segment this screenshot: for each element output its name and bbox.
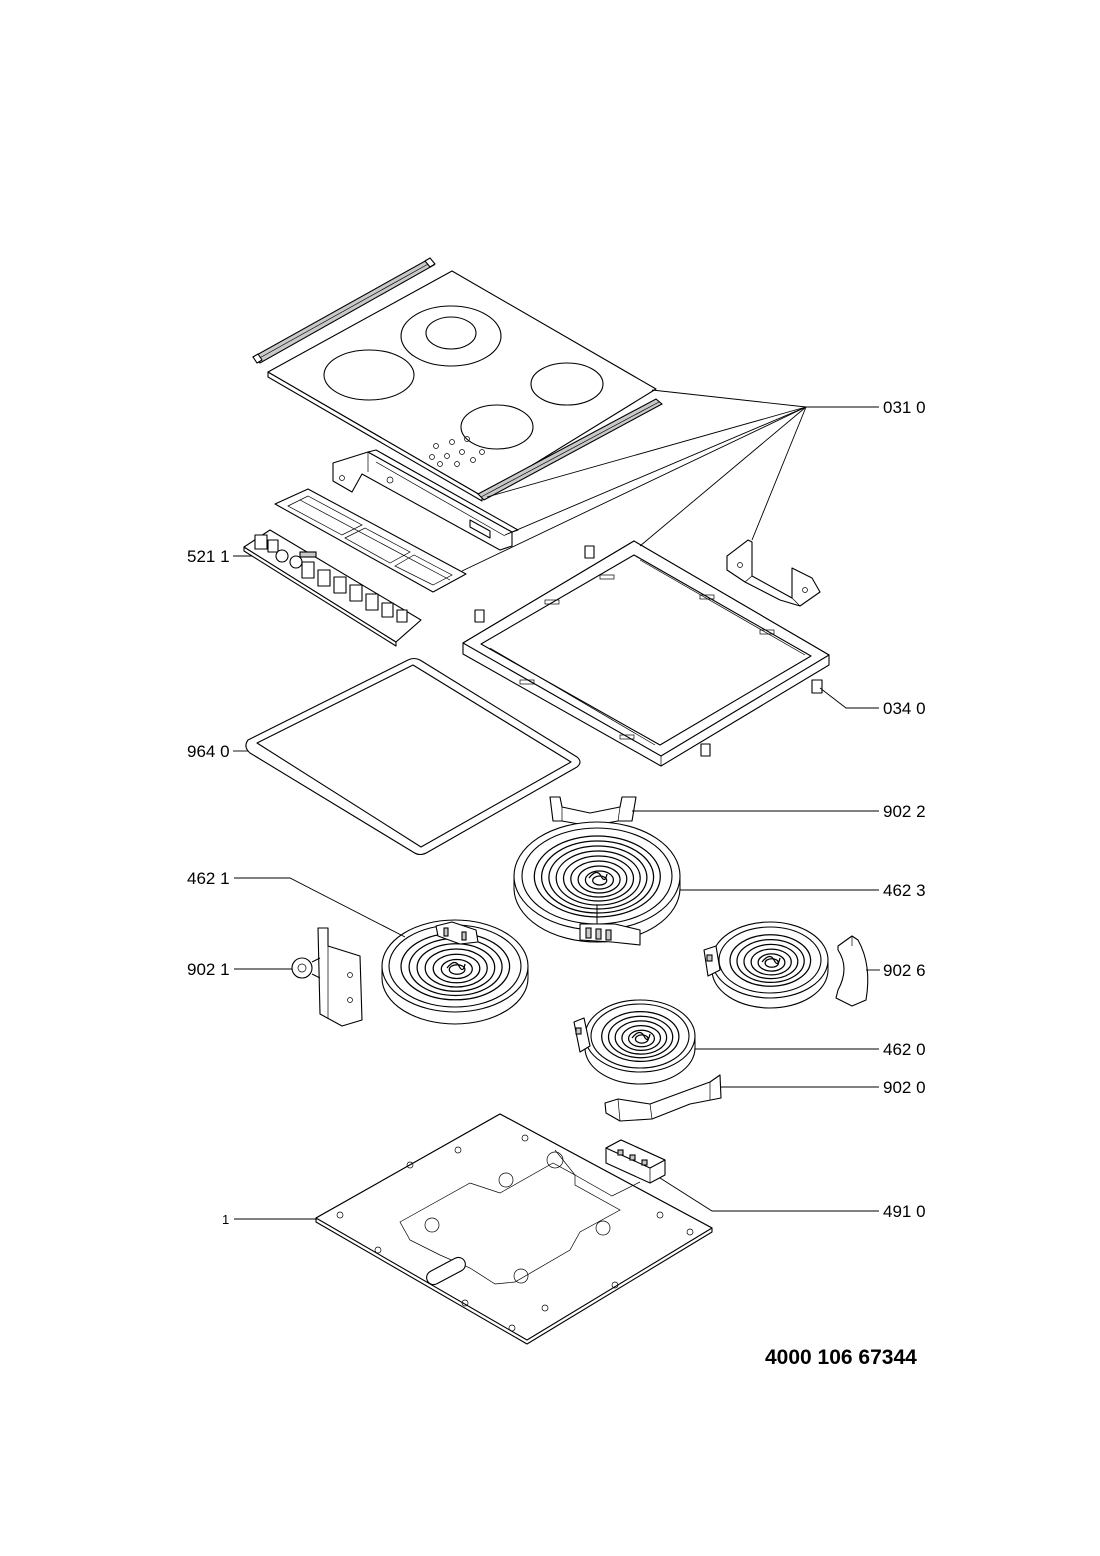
callout-9021: 902 1 [187, 960, 230, 979]
heating-coil-ring [614, 1020, 668, 1055]
carry-handle-slot [426, 1256, 466, 1286]
gasket-seal [245, 657, 581, 856]
top-trim-strip [252, 257, 436, 364]
callout-9026: 902 6 [883, 961, 926, 980]
diagram-part-number: 4000 106 67344 [765, 1346, 917, 1369]
heater-terminal-front [573, 1017, 591, 1053]
heating-coil-ring [562, 855, 635, 902]
heating-coil-ring [555, 850, 641, 906]
glass-cooktop [267, 270, 657, 502]
burner-bracket-rear [549, 796, 637, 827]
heating-coil-ring [621, 1024, 662, 1052]
control-housing-bracket [332, 449, 519, 551]
coil-center-spiral [631, 1031, 651, 1041]
radiant-heater-large [513, 821, 681, 943]
cooking-zone-left [323, 349, 415, 401]
radiant-heater-left [381, 919, 529, 1025]
heating-coil-ring [729, 934, 812, 987]
heating-coil-ring [592, 875, 608, 886]
heating-coil-ring [584, 870, 615, 890]
frame-slots [519, 574, 775, 740]
heating-coil-ring [601, 1010, 680, 1063]
heating-coil-ring [627, 1029, 656, 1048]
frame-clips [474, 545, 823, 757]
heating-coil-ring [570, 860, 628, 898]
radiant-heater-small-right [711, 921, 829, 1009]
heating-coil-ring [743, 943, 799, 980]
bottom-housing [315, 1113, 713, 1345]
heating-coil-ring [440, 958, 473, 980]
heater-terminal-left [435, 921, 479, 945]
callout-4621: 462 1 [187, 869, 230, 888]
cooking-zone-right [530, 362, 604, 406]
cooking-zone-dual-inner [425, 316, 477, 350]
callout-9020: 902 0 [883, 1078, 926, 1097]
callout-4623: 462 3 [883, 881, 926, 900]
callout-1: 1 [222, 1212, 229, 1227]
burner-bracket-right [835, 935, 869, 1007]
heating-coil-ring [416, 943, 496, 992]
heating-coil-ring [432, 953, 481, 984]
leader-lines [233, 389, 880, 1220]
heating-coil-ring [448, 964, 466, 975]
heating-coil-ring [424, 948, 488, 988]
heating-coil-ring [548, 845, 648, 910]
mains-terminal-block [605, 1139, 666, 1184]
heating-coil-ring [607, 1015, 674, 1059]
burner-bracket-left [291, 927, 363, 1027]
heating-coil-ring [577, 865, 621, 894]
coil-center-spiral [588, 871, 608, 881]
heating-coil-ring [757, 953, 786, 972]
heater-terminal-small-right [703, 945, 721, 977]
burner-bracket-front [604, 1074, 722, 1122]
radiant-heater-front [584, 999, 696, 1085]
rear-mounting-bracket [726, 539, 821, 607]
callout-4620: 462 0 [883, 1040, 926, 1059]
touch-control-symbols [429, 436, 485, 467]
coil-center-spiral [446, 961, 466, 971]
support-frame [462, 540, 830, 767]
callout-4910: 491 0 [883, 1202, 926, 1221]
pcb-carrier-frame [274, 488, 467, 593]
heating-coil-ring [750, 948, 792, 976]
front-trim-strip [477, 398, 663, 501]
callout-9022: 902 2 [883, 802, 926, 821]
callout-0310: 031 0 [883, 398, 926, 417]
heater-terminal-large [579, 905, 641, 946]
coil-center-spiral [761, 955, 781, 965]
pcb-components [254, 534, 408, 623]
callout-0340: 034 0 [883, 699, 926, 718]
callout-labels: 031 0 521 1 034 0 964 0 902 2 462 1 462 … [187, 398, 926, 1227]
heating-coil-ring [540, 840, 655, 914]
cooking-zone-front [460, 404, 534, 450]
heating-coil-ring [736, 938, 805, 984]
callout-5211: 521 1 [187, 547, 230, 566]
callout-9640: 964 0 [187, 742, 230, 761]
electronic-control-board [243, 529, 422, 647]
screw-bosses [336, 1134, 694, 1332]
